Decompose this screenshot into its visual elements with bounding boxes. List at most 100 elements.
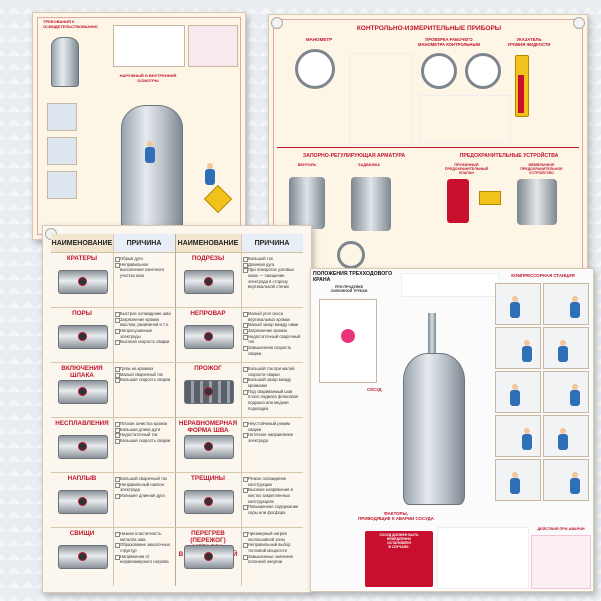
defect-marker — [204, 387, 213, 396]
worker-figure — [510, 296, 520, 318]
defect-marker — [204, 332, 213, 341]
defect-name: КРАТЕРЫ — [66, 255, 98, 262]
safety-right-label: МЕМБРАННОЕ ПРЕДОХРАНИТЕЛЬНОЕ УСТРОЙСТВО — [520, 163, 563, 175]
poster-vessel-operation: ПОЛОЖЕНИЯ ТРЕХХОДОВОГО КРАНА ПРИ ПРОДУВК… — [310, 268, 594, 592]
cause-item: Большой зазор между кромками — [243, 377, 301, 388]
defect-name: НЕСПЛАВЛЕНИЯ — [55, 420, 109, 427]
row-divider — [175, 362, 303, 363]
gauge-label: МАНОМЕТР — [305, 37, 333, 42]
stop-conditions-panel — [365, 531, 433, 587]
level-indicator-fill — [518, 75, 524, 113]
cause-item: Большая длина дуги — [115, 427, 173, 433]
worker-figure — [145, 141, 155, 163]
cause-item: При поворотах узловых швах — смещение эл… — [243, 267, 301, 290]
cause-item: Малый угол скоса вертикальных кромок — [243, 311, 301, 322]
defect-marker — [204, 552, 213, 561]
cause-item: Большой сварочный ток — [115, 476, 173, 482]
defect-marker — [78, 332, 87, 341]
row-divider — [51, 417, 175, 418]
cause-item: Чрезмерный нагрев околошовной зоны — [243, 531, 301, 542]
cause-item: Плохая зачистка кромок — [115, 421, 173, 427]
cause-item: Резкое охлаждение конструкции — [243, 476, 301, 487]
cause-item: Большая скорость сварки — [115, 438, 173, 444]
row-divider — [175, 527, 303, 528]
poster-a-side-photo — [47, 103, 77, 131]
worker-figure — [570, 472, 580, 494]
cause-item: Неправильный выбор тепловой мощности — [243, 542, 301, 553]
cause-item: Излишне длинная дуга — [115, 493, 173, 499]
large-vessel-image — [121, 105, 183, 233]
handwheel-icon — [337, 241, 365, 269]
valve-icon — [289, 177, 325, 229]
station-panel — [543, 415, 589, 457]
valve-right-label: ЗАДВИЖКА — [358, 163, 380, 167]
defect-marker — [204, 497, 213, 506]
row-divider — [51, 362, 175, 363]
cause-item: Неправильный наклон электрода — [115, 482, 173, 493]
cause-item: Напряжения от неравномерного нагрева — [115, 554, 173, 565]
factors-list — [437, 527, 529, 589]
safety-left-label: ПРУЖИННЫЙ ПРЕДОХРАНИТЕЛЬНЫЙ КЛАПАН — [444, 163, 489, 175]
cause-item: Повышенное содержание серы или фосфора — [243, 504, 301, 515]
worker-figure — [522, 340, 532, 362]
gauge-icon — [421, 53, 457, 89]
poster-a-title: ТРЕБОВАНИЯ К ОСВИДЕТЕЛЬСТВОВАНИЮ — [43, 19, 98, 29]
worker-figure — [570, 384, 580, 406]
worker-figure — [558, 428, 568, 450]
cause-item: Длинная дуга — [243, 262, 301, 268]
station-panel — [495, 415, 541, 457]
worker-figure — [205, 163, 215, 185]
station-title: КОМПРЕССОРНАЯ СТАНЦИЯ — [511, 273, 575, 278]
factors-title: ФАКТОРЫ, ПРИВОДЯЩИЕ К АВАРИИ СОСУДА — [358, 511, 434, 521]
cause-item: Малый зазор между ними — [243, 322, 301, 329]
cause-item: Завышенные значения погонной энергии — [243, 554, 301, 565]
cause-item: Грязь на кромках — [115, 366, 173, 372]
station-panel — [495, 327, 541, 369]
cause-item: Большой ток при малой скорости сварки — [243, 366, 301, 377]
level-label: УКАЗАТЕЛЬ УРОВНЯ ЖИДКОСТИ — [507, 37, 551, 47]
stop-title: СОСУД ДОЛЖЕН БЫТЬ НЕМЕДЛЕННО ОСТАНОВЛЕН … — [379, 533, 419, 549]
large-vessel-image — [403, 353, 465, 505]
defect-marker — [78, 277, 87, 286]
defect-marker — [78, 552, 87, 561]
cause-item: Большой ток — [243, 256, 301, 262]
defect-name: ВКЛЮЧЕНИЯ ШЛАКА — [61, 365, 103, 379]
cause-item: Образование закалочных структур — [115, 542, 173, 553]
defect-marker — [78, 387, 87, 396]
corner-mark — [271, 17, 283, 29]
cause-item: Низкая пластичность металла шва — [115, 531, 173, 542]
worker-figure — [570, 296, 580, 318]
poster-weld-defects: НАИМЕНОВАНИЕ ПРИЧИНА НАИМЕНОВАНИЕ ПРИЧИН… — [42, 225, 312, 593]
defect-marker — [204, 277, 213, 286]
defect-name: ТРЕЩИНЫ — [191, 475, 225, 482]
cause-item: Завышенная скорость сварки — [243, 345, 301, 356]
row-divider — [51, 472, 175, 473]
station-panel — [495, 283, 541, 325]
row-divider — [51, 307, 175, 308]
warning-sign — [479, 191, 501, 205]
cause-item: Неустойчивый режим сварки — [243, 421, 301, 432]
worker-figure — [510, 384, 520, 406]
col-header-cause-right: ПРИЧИНА — [241, 234, 303, 253]
valve-icon — [351, 177, 391, 231]
membrane-device-icon — [517, 179, 557, 225]
cause-item: Обрыв дуги — [115, 256, 173, 262]
defect-marker — [78, 497, 87, 506]
row-divider — [175, 417, 303, 418]
gauge-icon — [295, 49, 335, 89]
corner-mark — [573, 17, 585, 29]
poster-b-title: КОНТРОЛЬНО-ИЗМЕРИТЕЛЬНЫЕ ПРИБОРЫ — [356, 25, 502, 32]
position-sub: ПРИ ПРОДУВКЕ СИФОННОЙ ТРУБКИ — [330, 285, 368, 293]
worker-figure — [522, 428, 532, 450]
row-divider — [175, 472, 303, 473]
vessel-top-pipe — [428, 313, 436, 353]
small-vessel-image — [51, 37, 79, 87]
spring-valve-icon — [447, 179, 469, 223]
safety-title: ПРЕДОХРАНИТЕЛЬНЫЕ УСТРОЙСТВА — [459, 153, 559, 159]
